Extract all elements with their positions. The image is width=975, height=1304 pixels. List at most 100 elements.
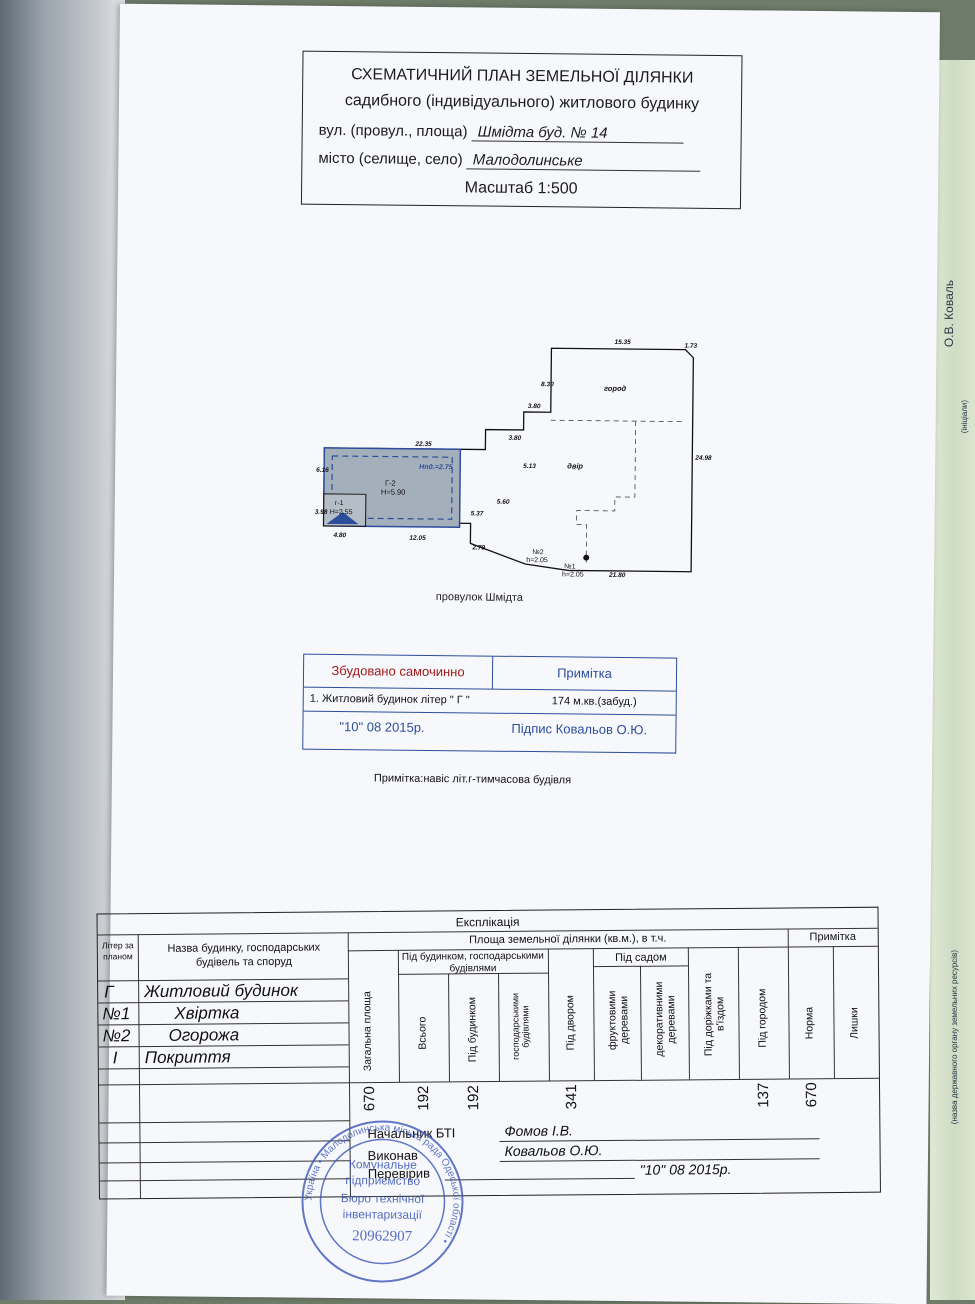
dim-5-13: 5.13 <box>523 463 536 470</box>
binder-edge <box>0 0 125 1300</box>
sub-all: Всього <box>416 1016 429 1050</box>
street-value: Шмідта буд. № 14 <box>471 123 684 144</box>
plan-header: СХЕМАТИЧНИЙ ПЛАН ЗЕМЕЛЬНОЇ ДІЛЯНКИ садиб… <box>300 50 743 210</box>
plan-note: Примітка:навіс літ.г-тимчасова будівля <box>373 772 572 787</box>
site-plan-diagram: 15.35 1.73 8.30 3.80 3.80 22.35 6.16 5.1… <box>315 339 712 579</box>
canopy-outline <box>331 455 453 520</box>
side-small: (ініціали) <box>960 400 969 434</box>
stamp-code: 20962907 <box>352 1228 413 1245</box>
row-name-4: Покриття <box>144 1047 231 1068</box>
underlying-document: О.В. Коваль (ініціали) (назва державного… <box>930 60 975 1300</box>
val-norm: 670 <box>802 1082 821 1108</box>
stamp-line3: Бюро технічної <box>341 1191 425 1206</box>
sub-house: Під будинком <box>466 996 479 1062</box>
street-label: вул. (провул., площа) <box>318 121 468 141</box>
row-liter-3: №2 <box>102 1026 131 1046</box>
path-outline <box>576 421 637 563</box>
plan-title: СХЕМАТИЧНИЙ ПЛАН ЗЕМЕЛЬНОЇ ДІЛЯНКИ <box>351 66 694 87</box>
stamp-line1: Комунальне <box>349 1157 417 1172</box>
explication-table: Експлікація Літер за планом Назва будинк… <box>96 906 881 1200</box>
row-name-1: Житловий будинок <box>144 980 299 1002</box>
dim-4-80: 4.80 <box>332 532 346 539</box>
val-yard: 341 <box>563 1084 581 1110</box>
house-height: Н=5.90 <box>381 487 405 496</box>
garden-label: город <box>604 384 627 393</box>
dim-12-05: 12.05 <box>409 535 426 542</box>
executor-name: Ковальов О.Ю. <box>504 1142 603 1159</box>
yard-label: двір <box>567 461 583 470</box>
self-built-divider <box>303 710 676 716</box>
gate-name: №1 <box>564 563 576 570</box>
sub-norm: Норма <box>803 1007 816 1040</box>
sub-roads: Під доріжками та в'їздом <box>702 972 727 1056</box>
sub-under-build: Під будинком, господарськими будівлями <box>401 950 544 975</box>
shed-height: Н=2.55 <box>330 509 353 516</box>
explication-date: "10" 08 2015р. <box>639 1160 732 1178</box>
stamp-line2: підприємство <box>345 1173 420 1188</box>
fence-height: h=2.05 <box>526 557 548 564</box>
plan-subtitle: садибного (індивідуального) житлового бу… <box>344 92 700 113</box>
shed-marker <box>326 512 359 525</box>
dim-22-35: 22.35 <box>414 441 432 448</box>
sub-excess: Лишки <box>848 1007 861 1039</box>
dim-5-60: 5.60 <box>497 499 510 506</box>
document-page: СХЕМАТИЧНИЙ ПЛАН ЗЕМЕЛЬНОЇ ДІЛЯНКИ садиб… <box>96 3 940 1304</box>
val-house: 192 <box>465 1085 483 1111</box>
col-note: Примітка <box>809 930 856 944</box>
gate-marker <box>583 554 590 561</box>
dim-2-79: 2.79 <box>471 544 485 551</box>
self-built-header: Збудовано самочинно <box>303 654 494 690</box>
garden-boundary <box>550 419 684 423</box>
row-liter-1: Г <box>104 982 114 1002</box>
city-label: місто (селище, село) <box>318 149 463 169</box>
dim-21-80: 21.80 <box>608 572 626 579</box>
self-built-note-header: Примітка <box>492 656 677 692</box>
plan-scale: Масштаб 1:500 <box>464 179 578 198</box>
side-name: О.В. Коваль <box>942 280 956 348</box>
val-all: 192 <box>415 1085 433 1111</box>
row-liter-2: №1 <box>102 1004 131 1024</box>
val-vegetable: 137 <box>754 1082 773 1108</box>
gate-height: h=2.05 <box>562 571 584 578</box>
sub-garden: Під садом <box>615 951 667 964</box>
row-liter-4: І <box>112 1048 118 1068</box>
fence-name: №2 <box>532 549 544 556</box>
self-built-item: 1. Житловий будинок літер " Г " <box>309 692 470 707</box>
side-bottom: (назва державного органу земельних ресур… <box>950 950 959 1125</box>
dim-3-98: 3.98 <box>315 509 328 516</box>
canopy-height: Нпд.=2.75 <box>419 463 453 471</box>
stamp-line4: інвентаризації <box>343 1207 423 1222</box>
city-row: місто (селище, село) Малодолинське <box>318 150 701 172</box>
col-liter: Літер за планом <box>101 940 134 962</box>
chief-name: Фомов І.В. <box>504 1122 573 1139</box>
house-name: Г-2 <box>385 479 396 488</box>
row-name-2: Хвіртка <box>174 1003 240 1023</box>
dim-15-35: 15.35 <box>614 339 631 346</box>
sub-total: Загальна площа <box>361 991 374 1072</box>
dim-1-73: 1.73 <box>684 343 697 350</box>
area-labels: город двір Нпд.=2.75 Г-2 Н=5.90 г-1 Н=2.… <box>330 384 627 579</box>
sub-farm: господарськими будівлями <box>510 993 531 1061</box>
street-caption: провулок Шмідта <box>435 591 524 604</box>
sub-yard: Під двором <box>564 994 577 1051</box>
city-value: Малодолинське <box>466 151 701 172</box>
dim-24-98: 24.98 <box>694 455 712 462</box>
self-built-date: "10" 08 2015р. <box>339 719 425 735</box>
sub-vegetable: Під городом <box>756 989 769 1049</box>
sub-fruit: фруктовими деревами <box>606 990 631 1050</box>
sub-decor: декоративними деревами <box>653 982 678 1058</box>
self-built-signature: Підпис Ковальов О.Ю. <box>511 720 648 738</box>
dim-8-30: 8.30 <box>541 381 554 388</box>
row-name-3: Огорожа <box>168 1025 240 1045</box>
dimension-labels: 15.35 1.73 8.30 3.80 3.80 22.35 6.16 5.1… <box>315 339 712 579</box>
col-name: Назва будинку, господарських будівель та… <box>167 941 321 969</box>
shed-name: г-1 <box>335 500 344 507</box>
self-built-table: Збудовано самочинно Примітка 1. Житловий… <box>302 653 678 754</box>
dim-5-37: 5.37 <box>471 510 484 517</box>
shed-g1 <box>323 493 367 527</box>
dim-3-80-a: 3.80 <box>528 403 541 410</box>
dim-3-80-b: 3.80 <box>508 435 521 442</box>
dim-6-16: 6.16 <box>316 467 329 474</box>
street-row: вул. (провул., площа) Шмідта буд. № 14 <box>319 122 684 144</box>
official-stamp: Україна • Малодолинська міська рада Одес… <box>301 1120 464 1283</box>
